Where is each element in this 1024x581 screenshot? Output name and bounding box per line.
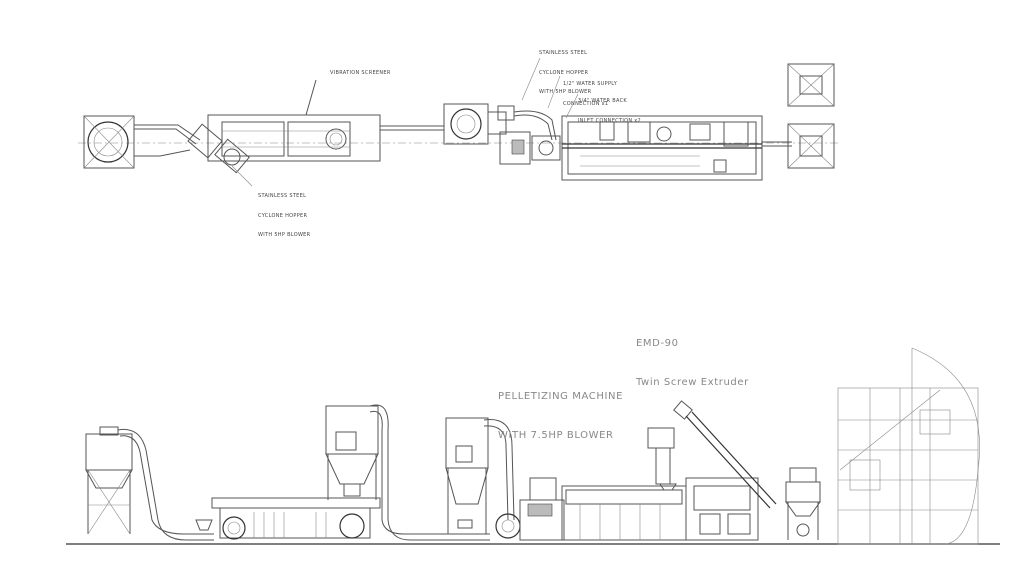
elev-pelletizer-tower — [445, 417, 521, 539]
plan-feeder — [499, 131, 561, 165]
label-cyclone-hopper-left-line2: CYCLONE HOPPER — [258, 212, 308, 219]
label-water-back-line2: INLET CONNECTION x2 — [578, 117, 641, 124]
label-cyclone-hopper-left: STAINLESS STEEL CYCLONE HOPPER WITH 5HP … — [258, 180, 310, 245]
label-extruder-name: Twin Screw Extruder — [636, 377, 749, 388]
elev-extruder — [519, 400, 777, 541]
label-vibration-screener: VIBRATION SCREENER — [330, 70, 391, 76]
label-water-supply: 1/2" WATER SUPPLY CONNECTION x1 — [563, 68, 617, 114]
elev-storage-bin — [785, 467, 821, 540]
plan-extruder — [561, 115, 763, 181]
elev-vibration-screener — [195, 497, 381, 540]
label-pelletizing-line1: PELLETIZING MACHINE — [498, 391, 624, 402]
label-cyclone-hopper-top-line2: CYCLONE HOPPER — [539, 69, 589, 76]
elev-cyclone-tower-middle — [325, 404, 490, 541]
plan-view — [78, 57, 840, 187]
label-cyclone-hopper-left-line3: WITH 5HP BLOWER — [258, 232, 311, 238]
label-cyclone-hopper-top-line3: WITH 5HP BLOWER — [539, 89, 592, 95]
plan-vibration-screener — [207, 79, 381, 162]
label-water-back-inlet: 3/4" WATER BACK INLET CONNECTION x2 — [578, 85, 641, 131]
plan-storage-bin-bottom — [787, 123, 835, 169]
plan-pelletizer — [443, 103, 515, 145]
plan-cyclone-hopper-left — [187, 123, 253, 187]
label-water-supply-line2: CONNECTION x1 — [563, 100, 609, 107]
label-extruder: EMD-90 Twin Screw Extruder — [636, 311, 749, 402]
label-cyclone-hopper-top: STAINLESS STEEL CYCLONE HOPPER WITH 5HP … — [539, 37, 591, 102]
label-water-back-line1: 3/4" WATER BACK — [578, 98, 627, 104]
plan-receiving-hopper — [83, 115, 135, 169]
elev-background-structure — [837, 347, 980, 545]
label-cyclone-hopper-top-line1: STAINLESS STEEL — [539, 50, 588, 56]
label-cyclone-hopper-left-line1: STAINLESS STEEL — [258, 193, 307, 199]
elev-hopper-tower-left — [85, 426, 214, 541]
label-pelletizing-machine: PELLETIZING MACHINE WITH 7.5HP BLOWER — [498, 364, 623, 455]
label-extruder-model: EMD-90 — [636, 338, 679, 349]
label-water-supply-line1: 1/2" WATER SUPPLY — [563, 81, 618, 87]
label-pelletizing-line2: WITH 7.5HP BLOWER — [498, 430, 614, 441]
plan-storage-bin-top — [787, 63, 835, 107]
elevation-view — [66, 347, 1000, 545]
